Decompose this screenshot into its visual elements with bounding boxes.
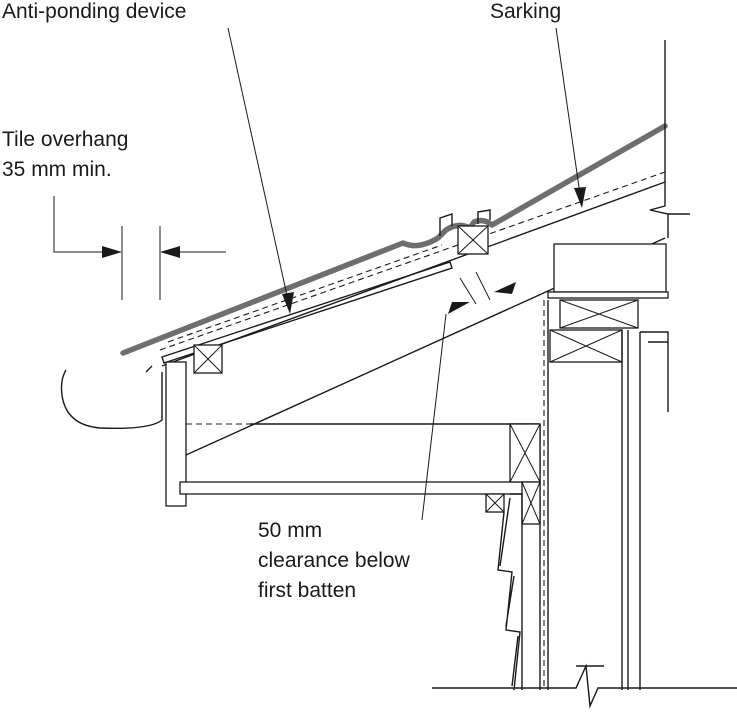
weatherboard-cladding <box>497 493 523 691</box>
tile-overhang-line-1: Tile overhang <box>2 128 129 151</box>
fascia-board <box>165 361 187 507</box>
overhang-arrow-left <box>102 246 122 258</box>
wall-batten <box>521 481 541 525</box>
anti-ponding-board <box>161 261 453 364</box>
upper-wall-break <box>649 40 690 238</box>
anti-ponding-arrow <box>282 292 294 314</box>
tile-interlock <box>439 209 491 236</box>
wall-plate <box>549 329 623 363</box>
tile-overhang-line-2: 35 mm min. <box>2 158 112 181</box>
clearance-leader <box>421 313 447 521</box>
ceiling-joist-block <box>509 423 541 483</box>
tile-overhang-label: Tile overhang 35 mm min. <box>2 125 128 185</box>
clearance-label: 50 mm clearance below first batten <box>258 516 410 606</box>
soffit-lining <box>179 481 533 495</box>
top-plate <box>547 291 669 299</box>
overhang-leader <box>53 196 106 253</box>
wall-inner-2 <box>639 331 669 690</box>
soffit-bearer <box>485 493 505 513</box>
sarking-leader <box>555 27 581 195</box>
rafter-top <box>161 181 666 367</box>
gutter <box>60 365 163 429</box>
second-batten <box>457 225 489 255</box>
clearance-ext-1 <box>459 277 477 305</box>
lintel-block <box>553 243 667 293</box>
sarking-membrane-lower <box>167 244 443 343</box>
clearance-arrow-upper <box>494 282 516 294</box>
clearance-ext-2 <box>475 271 491 301</box>
anti-ponding-leader <box>227 27 289 301</box>
wall-top-plate <box>559 299 639 329</box>
sarking-arrow <box>574 187 586 208</box>
first-batten <box>193 344 223 374</box>
overhang-arrow-right <box>160 246 180 258</box>
clearance-line-2: clearance below <box>258 549 410 572</box>
base-break-line <box>432 663 737 709</box>
clearance-line-3: first batten <box>258 579 357 602</box>
clearance-line-1: 50 mm <box>258 519 323 542</box>
clearance-arrow-lower <box>448 302 470 314</box>
sarking-label: Sarking <box>490 0 562 23</box>
anti-ponding-label: Anti-ponding device <box>2 0 187 23</box>
